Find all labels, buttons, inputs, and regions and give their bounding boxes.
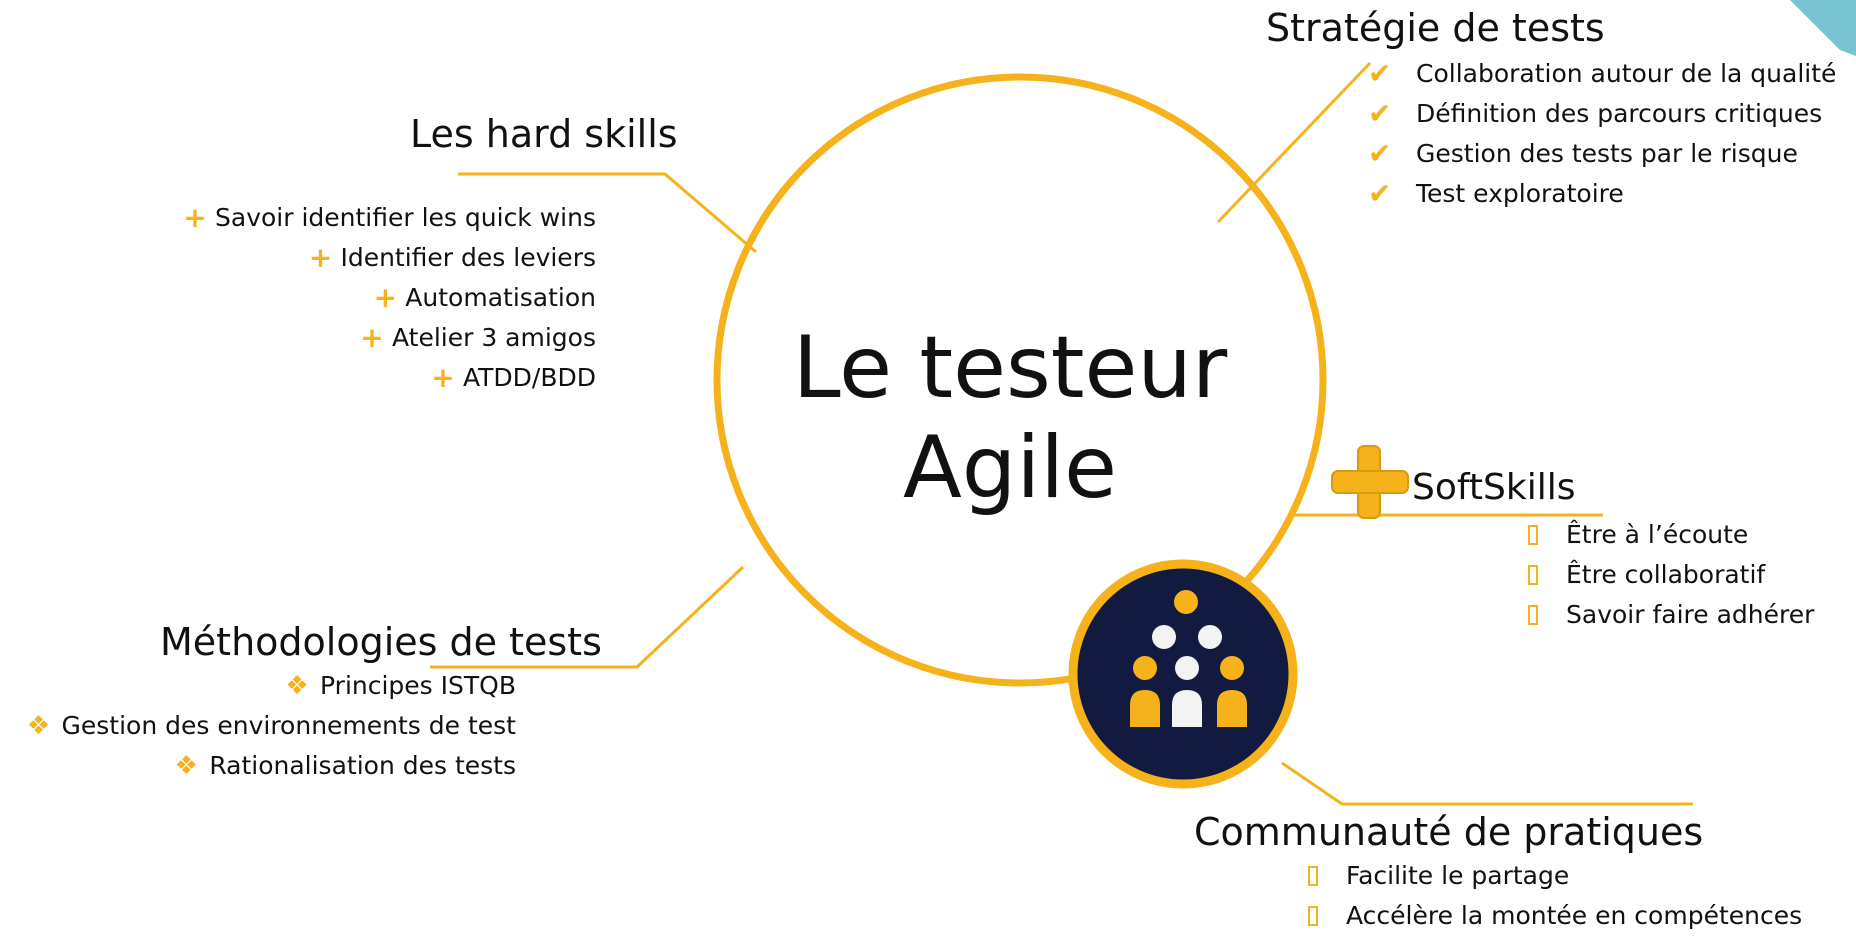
- corner-accent-shape: [1790, 0, 1856, 56]
- list-item: Être à l’écoute: [1528, 515, 1814, 555]
- list-item: ✔ Collaboration autour de la qualité: [1368, 54, 1836, 94]
- plus-bullet-icon: +: [373, 281, 398, 314]
- list-item: +Automatisation: [175, 278, 596, 318]
- list-item-label: Gestion des environnements de test: [61, 711, 516, 740]
- strategie-list: ✔ Collaboration autour de la qualité ✔ Déf…: [1368, 54, 1836, 214]
- list-item: ❖ Principes ISTQB: [16, 666, 516, 706]
- square-bullet-icon: [1528, 565, 1538, 585]
- connector-communaute: [1281, 761, 1693, 806]
- list-item-label: Accélère la montée en compétences: [1346, 901, 1803, 930]
- methodologies-list: ❖ Principes ISTQB ❖ Gestion des environnem…: [16, 666, 516, 786]
- check-bullet-icon: ✔: [1368, 97, 1392, 130]
- connector-methodologies: [430, 565, 745, 669]
- list-item: ✔ Gestion des tests par le risque: [1368, 134, 1836, 174]
- list-item: Facilite le partage: [1308, 856, 1802, 896]
- plus-bullet-icon: +: [308, 241, 333, 274]
- list-item: + Savoir identifier les quick wins: [175, 198, 596, 238]
- list-item: ❖ Gestion des environnements de test: [16, 706, 516, 746]
- central-title-line1: Le testeur: [792, 318, 1228, 418]
- check-bullet-icon: ✔: [1368, 137, 1392, 170]
- square-bullet-icon: [1308, 866, 1318, 886]
- list-item-label: ATDD/BDD: [462, 363, 596, 392]
- square-bullet-icon: [1528, 605, 1538, 625]
- list-item-label: Atelier 3 amigos: [391, 323, 596, 352]
- plus-bullet-icon: +: [183, 201, 207, 234]
- list-item-label: Gestion des tests par le risque: [1416, 139, 1798, 168]
- plus-icon: [1331, 445, 1409, 519]
- diamond-bullet-icon: ❖: [285, 671, 309, 701]
- list-item-label: Rationalisation des tests: [209, 751, 516, 780]
- list-item-label: Savoir identifier les quick wins: [215, 203, 596, 232]
- plus-bullet-icon: +: [360, 321, 384, 354]
- list-item-label: Définition des parcours critiques: [1416, 99, 1823, 128]
- list-item-label: Identifier des leviers: [340, 243, 596, 272]
- methodologies-title: Méthodologies de tests: [160, 620, 602, 664]
- plus-bullet-icon: +: [431, 361, 455, 394]
- list-item: Accélère la montée en compétences: [1308, 896, 1802, 936]
- list-item: ❖ Rationalisation des tests: [16, 746, 516, 786]
- diamond-bullet-icon: ❖: [174, 751, 198, 781]
- list-item-label: Être collaboratif: [1566, 560, 1766, 589]
- strategie-title: Stratégie de tests: [1266, 6, 1605, 50]
- list-item: Être collaboratif: [1528, 555, 1814, 595]
- list-item: ✔ Test exploratoire: [1368, 174, 1836, 214]
- list-item-label: Collaboration autour de la qualité: [1416, 59, 1837, 88]
- check-bullet-icon: ✔: [1368, 57, 1392, 90]
- list-item-label: Savoir faire adhérer: [1566, 600, 1815, 629]
- list-item: Savoir faire adhérer: [1528, 595, 1814, 635]
- list-item: +Atelier 3 amigos: [175, 318, 596, 358]
- hard-skills-title: Les hard skills: [410, 112, 678, 156]
- list-item-label: Principes ISTQB: [320, 671, 516, 700]
- softskills-list: Être à l’écoute Être collaboratif Savoir…: [1528, 515, 1814, 635]
- square-bullet-icon: [1528, 525, 1538, 545]
- people-group-icon: [1068, 559, 1298, 789]
- list-item-label: Test exploratoire: [1416, 179, 1624, 208]
- list-item-label: Facilite le partage: [1346, 861, 1570, 890]
- list-item: +ATDD/BDD: [175, 358, 596, 398]
- central-title: Le testeur Agile: [725, 318, 1295, 518]
- list-item-label: Être à l’écoute: [1566, 520, 1749, 549]
- hard-skills-list: +Savoir identifier les quick wins +Ident…: [175, 198, 596, 398]
- central-title-line2: Agile: [902, 418, 1118, 518]
- communaute-title: Communauté de pratiques: [1194, 810, 1704, 854]
- list-item: +Identifier des leviers: [175, 238, 596, 278]
- diamond-bullet-icon: ❖: [26, 711, 51, 741]
- square-bullet-icon: [1308, 906, 1318, 926]
- list-item: ✔ Définition des parcours critiques: [1368, 94, 1836, 134]
- central-circle: [713, 73, 1327, 687]
- list-item-label: Automatisation: [405, 283, 596, 312]
- softskills-title: SoftSkills: [1412, 467, 1576, 508]
- communaute-list: Facilite le partage Accélère la montée e…: [1308, 856, 1802, 936]
- check-bullet-icon: ✔: [1368, 177, 1392, 210]
- connector-hard-skills: [458, 172, 757, 254]
- connector-strategie: [1216, 61, 1372, 224]
